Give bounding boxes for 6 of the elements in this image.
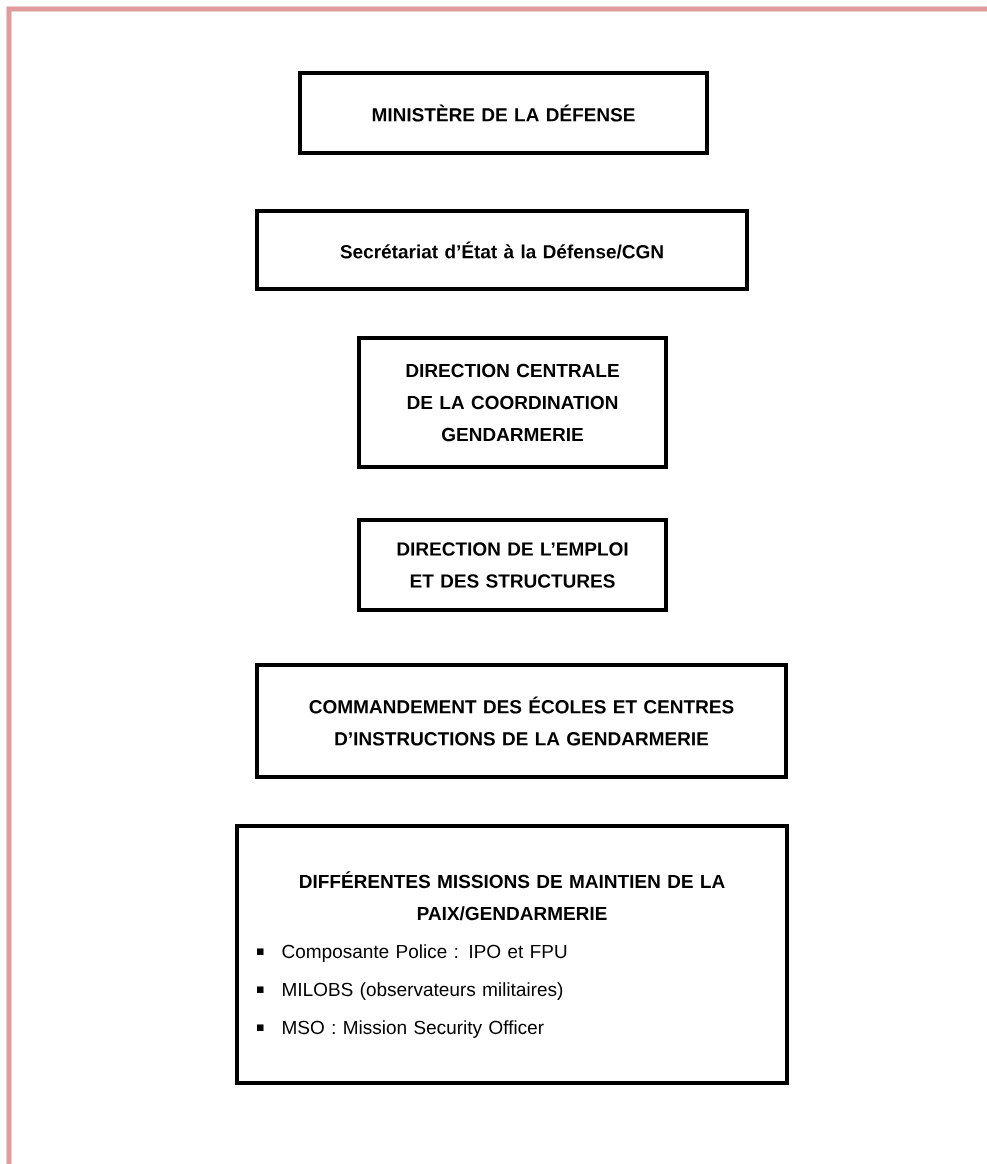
org-box: DIFFÉRENTES MISSIONS DE MAINTIEN DE LA PAIX/GENDARMERIE Composante Police : IPO et FPU MILOBS (observateurs militaires) MSO : Mission Security Officer	[235, 824, 789, 1085]
org-box: DIRECTION CENTRALE DE LA COORDINATION GENDARMERIE	[357, 336, 668, 469]
org-box: DIRECTION DE L’EMPLOI ET DES STRUCTURES	[357, 518, 668, 612]
org-box: Secrétariat d’État à la Défense/CGN	[255, 209, 749, 291]
org-box: COMMANDEMENT DES ÉCOLES ET CENTRES D’INSTRUCTIONS DE LA GENDARMERIE	[255, 663, 788, 779]
org-box: MINISTÈRE DE LA DÉFENSE	[298, 71, 709, 155]
